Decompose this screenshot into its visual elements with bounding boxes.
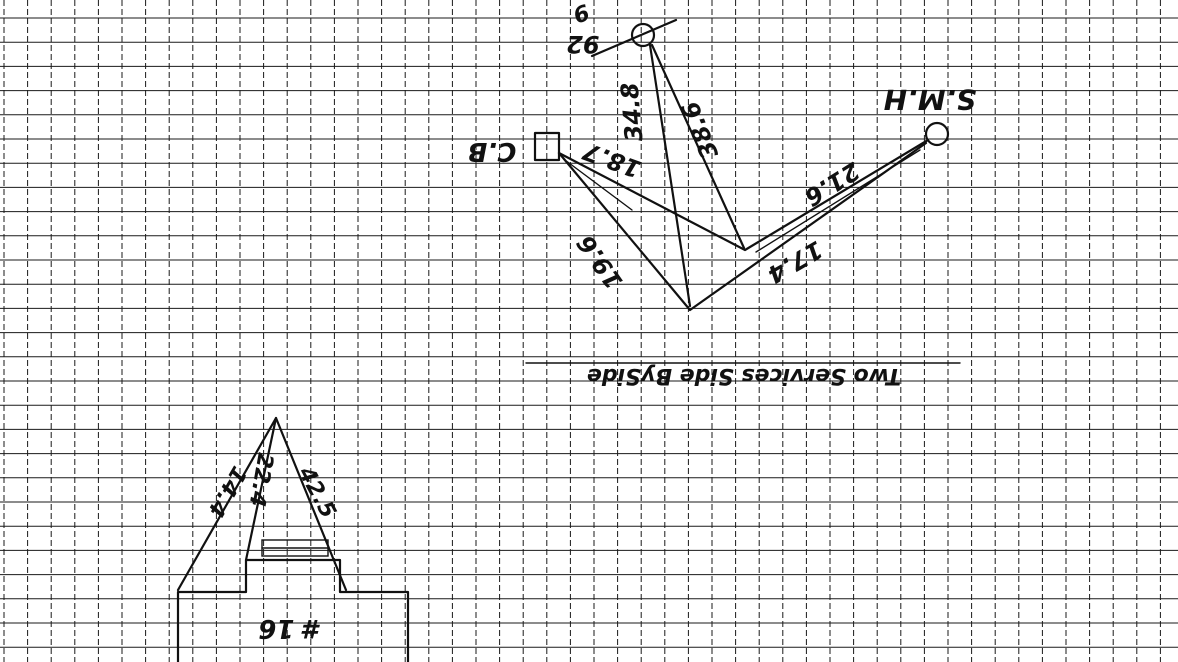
tie-smh-double <box>755 149 921 253</box>
catch-basin-symbol <box>533 131 561 162</box>
distance-cb-a: 18.7 <box>579 137 645 184</box>
service-line-b <box>557 138 930 252</box>
tie-top-to-apex-a <box>648 43 692 308</box>
distance-top-a: 34.8 <box>615 81 648 142</box>
top-ref-fraction-label: 9 <box>569 0 592 27</box>
service-diagram <box>533 18 950 312</box>
roof-tie-middle <box>244 416 278 562</box>
top-ref-label: 92 <box>566 30 599 58</box>
roof-right-label: 42.5 <box>292 462 340 523</box>
distance-smh-a: 21.6 <box>799 156 864 211</box>
leader-line-top <box>590 18 678 58</box>
tie-top-to-apex-b <box>650 43 746 250</box>
service-line-a <box>557 141 928 312</box>
distance-top-b: 38.6 <box>676 97 724 162</box>
distance-smh-b: 17.4 <box>762 235 827 289</box>
roof-left-label: 14.4 <box>202 461 251 521</box>
house-number-label: # 16 <box>258 613 321 643</box>
house-walls <box>176 558 410 662</box>
title-label: Two Services Side BySide <box>587 363 901 388</box>
handwritten-labels: Two Services Side BySide C.B S.M.H 92 9 … <box>202 0 976 643</box>
smh-label: S.M.H <box>884 83 977 116</box>
sanitary-manhole-symbol <box>924 121 950 147</box>
tie-cb-short <box>564 159 633 211</box>
house-sketch <box>176 416 410 662</box>
cb-label: C.B <box>468 136 517 166</box>
top-manhole-symbol <box>630 22 656 48</box>
roof-middle-label: 22.4 <box>243 451 277 509</box>
